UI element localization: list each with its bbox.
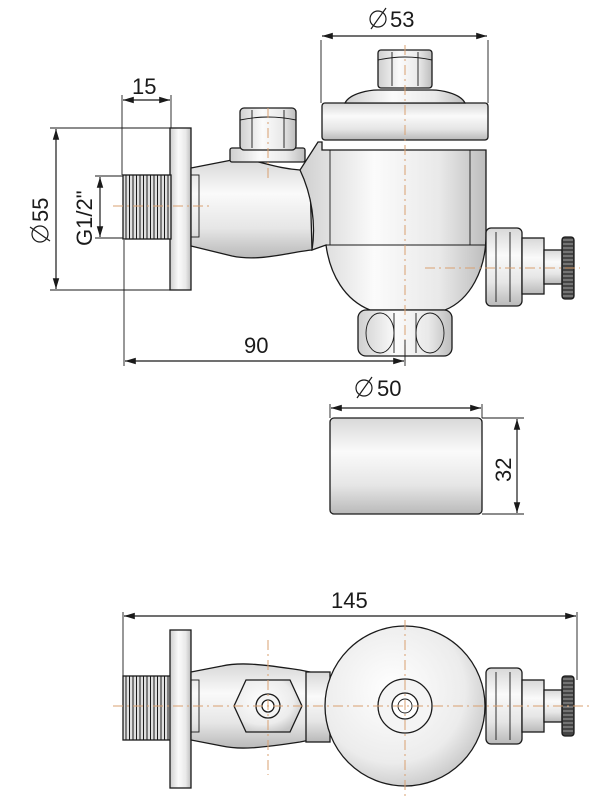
top-view: 145 — [113, 588, 590, 800]
dim-cap-diameter-value: 50 — [377, 376, 401, 401]
dim-width-top-value: 53 — [390, 7, 414, 32]
dim-thread-size: G1/2" — [72, 190, 97, 246]
dim-cap-height: 32 — [491, 458, 516, 482]
dim-length-to-axis: 90 — [244, 333, 268, 358]
side-button-assembly — [485, 227, 575, 307]
dim-total-length: 145 — [331, 588, 368, 613]
inlet-pipe — [190, 158, 313, 259]
threaded-nipple — [122, 174, 172, 240]
valve-body — [299, 141, 487, 311]
cap-detail: 50 32 — [329, 376, 524, 515]
dim-flange-diameter: 55 — [28, 198, 53, 243]
dim-flange-diameter-value: 55 — [28, 198, 53, 222]
dim-flange-thickness: 15 — [132, 74, 156, 99]
top-wall-flange — [169, 629, 192, 789]
front-view: 53 15 55 G1/2" 90 — [28, 7, 580, 366]
dim-width-top: 53 — [369, 7, 414, 32]
cap-body — [329, 417, 483, 515]
wall-flange — [169, 127, 192, 291]
dim-cap-diameter: 50 — [355, 376, 401, 401]
